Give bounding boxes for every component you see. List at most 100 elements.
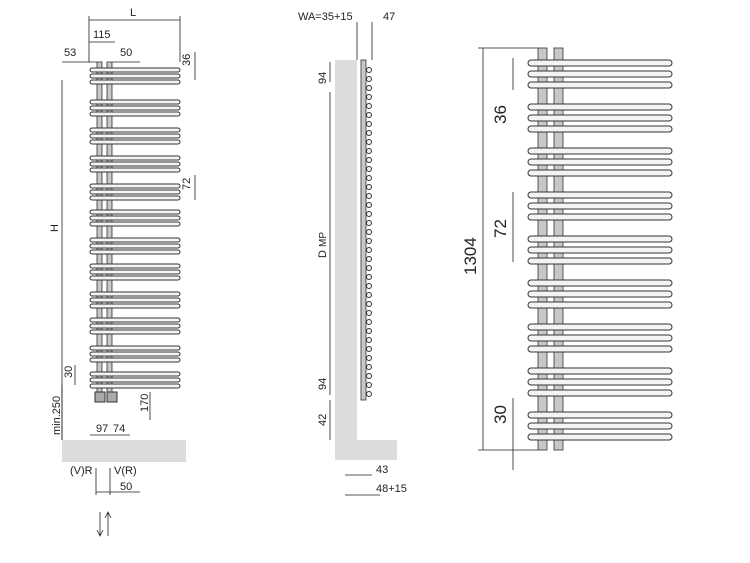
label-47: 47 (383, 11, 395, 23)
bar-end (366, 355, 372, 361)
bar-end (366, 112, 372, 118)
label-30: 30 (63, 366, 75, 378)
detail-towel-bar (527, 389, 673, 397)
bar-end (366, 337, 372, 343)
detail-towel-bars (527, 59, 673, 441)
label-dmp-sub: MP (318, 232, 329, 247)
towel-bar (89, 357, 181, 363)
towel-bar (89, 249, 181, 255)
detail-towel-bar (527, 202, 673, 210)
towel-bar (89, 105, 181, 111)
label-1304: 1304 (461, 237, 480, 275)
bar-end (366, 310, 372, 316)
bar-end (366, 148, 372, 154)
detail-towel-bar (527, 257, 673, 265)
towel-bar (89, 351, 181, 357)
bar-end (366, 301, 372, 307)
label-74: 74 (113, 423, 125, 435)
detail-towel-bar (527, 246, 673, 254)
label-flow-right: V(R) (114, 465, 137, 477)
towel-bar (89, 183, 181, 189)
bar-end (366, 292, 372, 298)
side-view: WA=35+15 47 94 D MP 94 42 43 48+15 (298, 11, 407, 496)
towel-bar (89, 195, 181, 201)
bar-end (366, 211, 372, 217)
bar-end (366, 157, 372, 163)
bar-end (366, 67, 372, 73)
bar-end (366, 391, 372, 397)
bar-end (366, 229, 372, 235)
towel-bar (89, 329, 181, 335)
towel-bar (89, 269, 181, 275)
towel-bar (89, 79, 181, 85)
side-floor-area (357, 440, 397, 460)
bar-end (366, 85, 372, 91)
front-view: L 115 53 50 36 72 H 30 min.250 170 97 74… (49, 7, 196, 537)
bar-end (366, 247, 372, 253)
towel-bar (89, 99, 181, 105)
towel-bar (89, 345, 181, 351)
label-53: 53 (64, 47, 76, 59)
detail-towel-bar (527, 290, 673, 298)
detail-towel-bar (527, 345, 673, 353)
towel-bar (89, 161, 181, 167)
detail-towel-bar (527, 422, 673, 430)
bar-end (366, 94, 372, 100)
towel-bar (89, 237, 181, 243)
towel-bar (89, 155, 181, 161)
detail-towel-bar (527, 125, 673, 133)
towel-bar (89, 317, 181, 323)
side-rail (360, 59, 367, 401)
flow-down-arrow-icon (96, 512, 104, 537)
bar-end (366, 274, 372, 280)
label-48-15: 48+15 (376, 483, 407, 495)
towel-bar (89, 67, 181, 73)
label-43: 43 (376, 464, 388, 476)
label-detail-36: 36 (491, 105, 510, 124)
towel-bar (89, 275, 181, 281)
label-flow-left: (V)R (70, 465, 93, 477)
label-min250: min.250 (51, 396, 63, 435)
towel-bar (89, 73, 181, 79)
bar-end (366, 175, 372, 181)
towel-bar (89, 209, 181, 215)
flow-up-arrow-icon (104, 511, 112, 536)
detail-towel-bar (527, 81, 673, 89)
detail-towel-bar (527, 70, 673, 78)
label-42: 42 (317, 414, 329, 426)
towel-bar (89, 303, 181, 309)
bar-end (366, 238, 372, 244)
detail-towel-bar (527, 433, 673, 441)
bar-end (366, 364, 372, 370)
bar-end (366, 373, 372, 379)
bar-end (366, 193, 372, 199)
valve-left (94, 391, 106, 403)
detail-towel-bar (527, 411, 673, 419)
label-36: 36 (181, 54, 193, 66)
towel-bar (89, 221, 181, 227)
front-towel-bars (89, 67, 181, 389)
detail-towel-bar (527, 169, 673, 177)
label-94-bottom: 94 (317, 378, 329, 390)
detail-view: 1304 36 72 30 (461, 47, 673, 470)
towel-bar (89, 297, 181, 303)
towel-bar (89, 243, 181, 249)
bar-end (366, 382, 372, 388)
label-115: 115 (93, 29, 111, 41)
bar-end (366, 76, 372, 82)
bar-end (366, 328, 372, 334)
towel-bar (89, 291, 181, 297)
label-97: 97 (96, 423, 108, 435)
wall-section (335, 60, 357, 460)
towel-bar (89, 371, 181, 377)
detail-towel-bar (527, 279, 673, 287)
detail-towel-bar (527, 147, 673, 155)
bar-end (366, 121, 372, 127)
bar-end (366, 130, 372, 136)
label-50-top: 50 (120, 47, 132, 59)
towel-bar (89, 377, 181, 383)
side-bar-ends (366, 67, 372, 397)
towel-bar (89, 167, 181, 173)
label-detail-30: 30 (491, 405, 510, 424)
valve-right (106, 391, 118, 403)
